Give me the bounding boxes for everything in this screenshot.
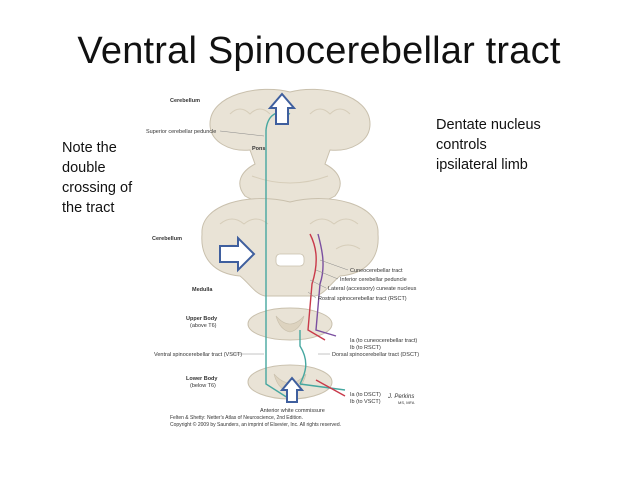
left-note: Note the double crossing of the tract (62, 138, 154, 218)
label-medulla: Medulla (192, 287, 213, 293)
medulla-section (201, 198, 379, 297)
label-lower-body-sub: (below T6) (190, 383, 216, 389)
slide-title: Ventral Spinocerebellar tract (77, 30, 561, 72)
right-arrow-icon (219, 235, 256, 273)
label-vsct: Ventral spinocerebellar tract (VSCT) (154, 352, 242, 358)
up-arrow-lower-icon (279, 376, 305, 403)
neuro-figure: Cerebellum Superior cerebellar peduncle … (140, 84, 440, 432)
tract-lines (265, 111, 346, 399)
label-anterior-commissure: Anterior white commissure (260, 408, 325, 414)
left-note-line: the tract (62, 200, 115, 216)
right-note: Dentate nucleus controls ipsilateral lim… (436, 115, 576, 175)
leader-lines (219, 130, 349, 355)
left-note-line: double (62, 160, 106, 176)
upper-brainstem-section (209, 88, 371, 206)
right-note-line: ipsilateral limb (436, 157, 528, 173)
up-arrow-icon (267, 92, 297, 125)
label-pons: Pons (252, 146, 265, 152)
credit-line-1: Felten & Shetty: Netter's Atlas of Neuro… (170, 415, 303, 421)
signature: J. Perkins (387, 394, 414, 400)
label-upper-body-sub: (above T6) (190, 323, 217, 329)
label-upper-body: Upper Body (186, 316, 218, 322)
label-dsct: Dorsal spinocerebellar tract (DSCT) (332, 352, 419, 358)
label-inferior-peduncle: Inferior cerebellar peduncle (340, 277, 407, 283)
label-ia-cuneo: Ia (to cuneocerebellar tract) (350, 338, 417, 344)
label-cuneocerebellar: Cuneocerebellar tract (350, 268, 403, 274)
label-lateral-cuneate: Lateral (accessory) cuneate nucleus (328, 286, 417, 292)
label-superior-peduncle: Superior cerebellar peduncle (146, 129, 216, 135)
label-rsct: Rostral spinocerebellar tract (RSCT) (318, 296, 407, 302)
label-ia-dsct: Ia (to DSCT) (350, 392, 381, 398)
neuro-illustration: Cerebellum Superior cerebellar peduncle … (146, 88, 419, 428)
label-cerebellum-top: Cerebellum (170, 98, 200, 104)
right-note-line: Dentate nucleus (436, 117, 541, 133)
right-note-line: controls (436, 137, 487, 153)
credit-line-2: Copyright © 2009 by Saunders, an imprint… (170, 421, 341, 428)
left-note-line: Note the (62, 140, 117, 156)
left-note-line: crossing of (62, 180, 133, 196)
label-ib-rsct: Ib (to RSCT) (350, 345, 381, 351)
label-lower-body: Lower Body (186, 376, 218, 382)
label-cerebellum-mid: Cerebellum (152, 236, 182, 242)
signature-sub: MS, MFA (398, 400, 415, 405)
label-ib-vsct: Ib (to VSCT) (350, 399, 381, 405)
